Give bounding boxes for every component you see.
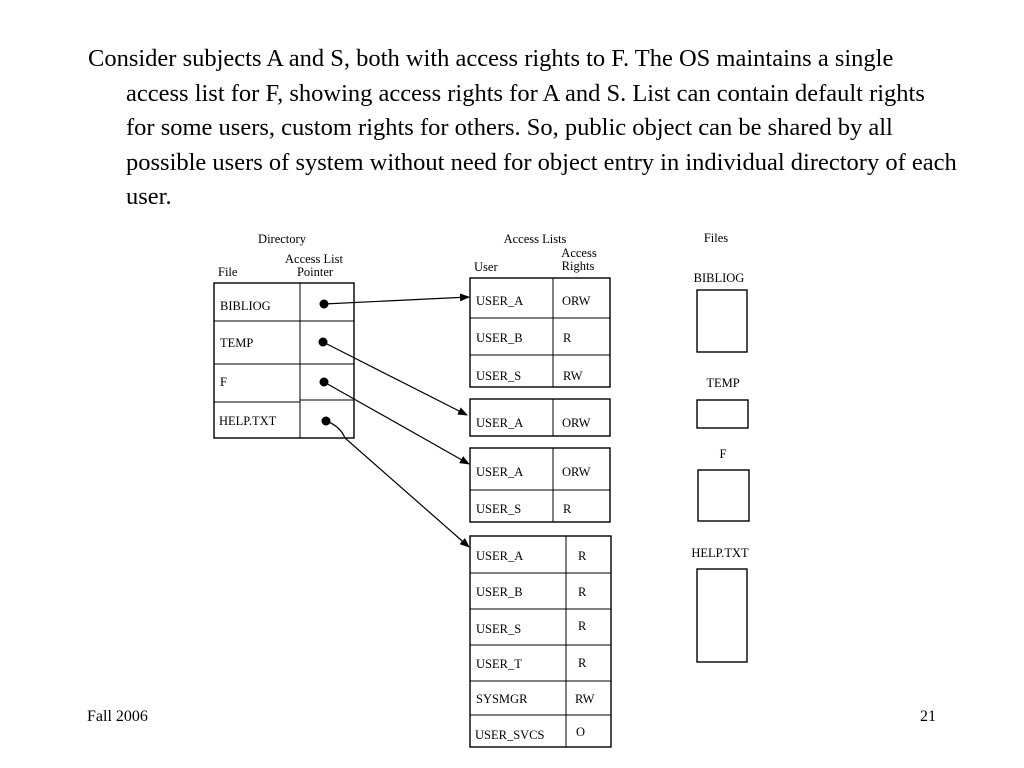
access-entry-user: USER_A <box>476 416 523 430</box>
access-entry-rights: R <box>563 502 572 516</box>
pointer-arrows <box>322 293 470 548</box>
access-entry-user: USER_A <box>476 549 523 563</box>
access-entry-user: USER_T <box>476 657 522 671</box>
footer-date: Fall 2006 <box>87 708 148 725</box>
access-entry-user: USER_S <box>476 622 521 636</box>
slide-body-text: Consider subjects A and S, both with acc… <box>88 45 957 210</box>
access-entry-rights: ORW <box>562 294 591 308</box>
access-list: USER_A ORW USER_B R USER_S RW <box>469 277 611 388</box>
file-label: F <box>720 447 727 461</box>
access-entry-rights: R <box>578 656 587 670</box>
access-list-frame <box>469 447 611 523</box>
access-entry-user: USER_B <box>476 585 523 599</box>
access-lists-col-rights-line2: Rights <box>562 259 595 273</box>
access-entry-user: USER_A <box>476 465 523 479</box>
files-title: Files <box>704 231 728 245</box>
directory-row-file: BIBLIOG <box>220 299 271 313</box>
directory-title: Directory <box>258 232 307 246</box>
access-entry-user: USER_A <box>476 294 523 308</box>
file-box <box>696 289 748 353</box>
directory-row-file: F <box>220 375 227 389</box>
access-entry-rights: R <box>563 331 572 345</box>
file-box <box>696 568 748 663</box>
directory-col-file: File <box>218 265 238 279</box>
file-label: HELP.TXT <box>691 546 749 560</box>
directory-row-file: HELP.TXT <box>219 414 277 428</box>
directory-col-pointer-line2: Pointer <box>297 265 334 279</box>
access-entry-user: SYSMGR <box>476 692 528 706</box>
access-entry-rights: O <box>576 725 585 739</box>
file-label: TEMP <box>706 376 739 390</box>
directory-table-frame <box>213 282 355 439</box>
access-entry-rights: ORW <box>562 416 591 430</box>
access-entry-rights: RW <box>563 369 583 383</box>
access-list-frame <box>469 277 611 388</box>
file-label: BIBLIOG <box>694 271 745 285</box>
directory-table: BIBLIOG TEMP F HELP.TXT <box>213 282 355 439</box>
access-list-frame <box>469 535 612 748</box>
file-box <box>696 399 749 429</box>
page-number: 21 <box>920 708 936 725</box>
access-entry-user: USER_SVCS <box>475 728 545 742</box>
access-lists-col-rights-line1: Access <box>561 246 597 260</box>
access-entry-user: USER_S <box>476 369 521 383</box>
pointer-arrow <box>323 293 470 305</box>
access-lists-title: Access Lists <box>504 232 567 246</box>
file-box <box>697 469 750 522</box>
access-list: USER_A R USER_B R USER_S R USER_T R SYSM… <box>469 535 612 748</box>
access-entry-user: USER_B <box>476 331 523 345</box>
access-entry-rights: R <box>578 585 587 599</box>
directory-row-file: TEMP <box>220 336 253 350</box>
access-list-frame <box>469 398 611 437</box>
access-entry-rights: RW <box>575 692 595 706</box>
access-entry-rights: R <box>578 549 587 563</box>
access-entry-rights: R <box>578 619 587 633</box>
pointer-arrow <box>325 420 470 548</box>
access-lists-col-user: User <box>474 260 498 274</box>
access-list: USER_A ORW <box>469 398 611 437</box>
pointer-arrow <box>323 381 470 465</box>
pointer-arrow <box>322 341 468 416</box>
access-entry-user: USER_S <box>476 502 521 516</box>
access-entry-rights: ORW <box>562 465 591 479</box>
access-list: USER_A ORW USER_S R <box>469 447 611 523</box>
files-column: BIBLIOG TEMP F HELP.TXT <box>691 271 750 663</box>
directory-col-pointer-line1: Access List <box>285 252 343 266</box>
